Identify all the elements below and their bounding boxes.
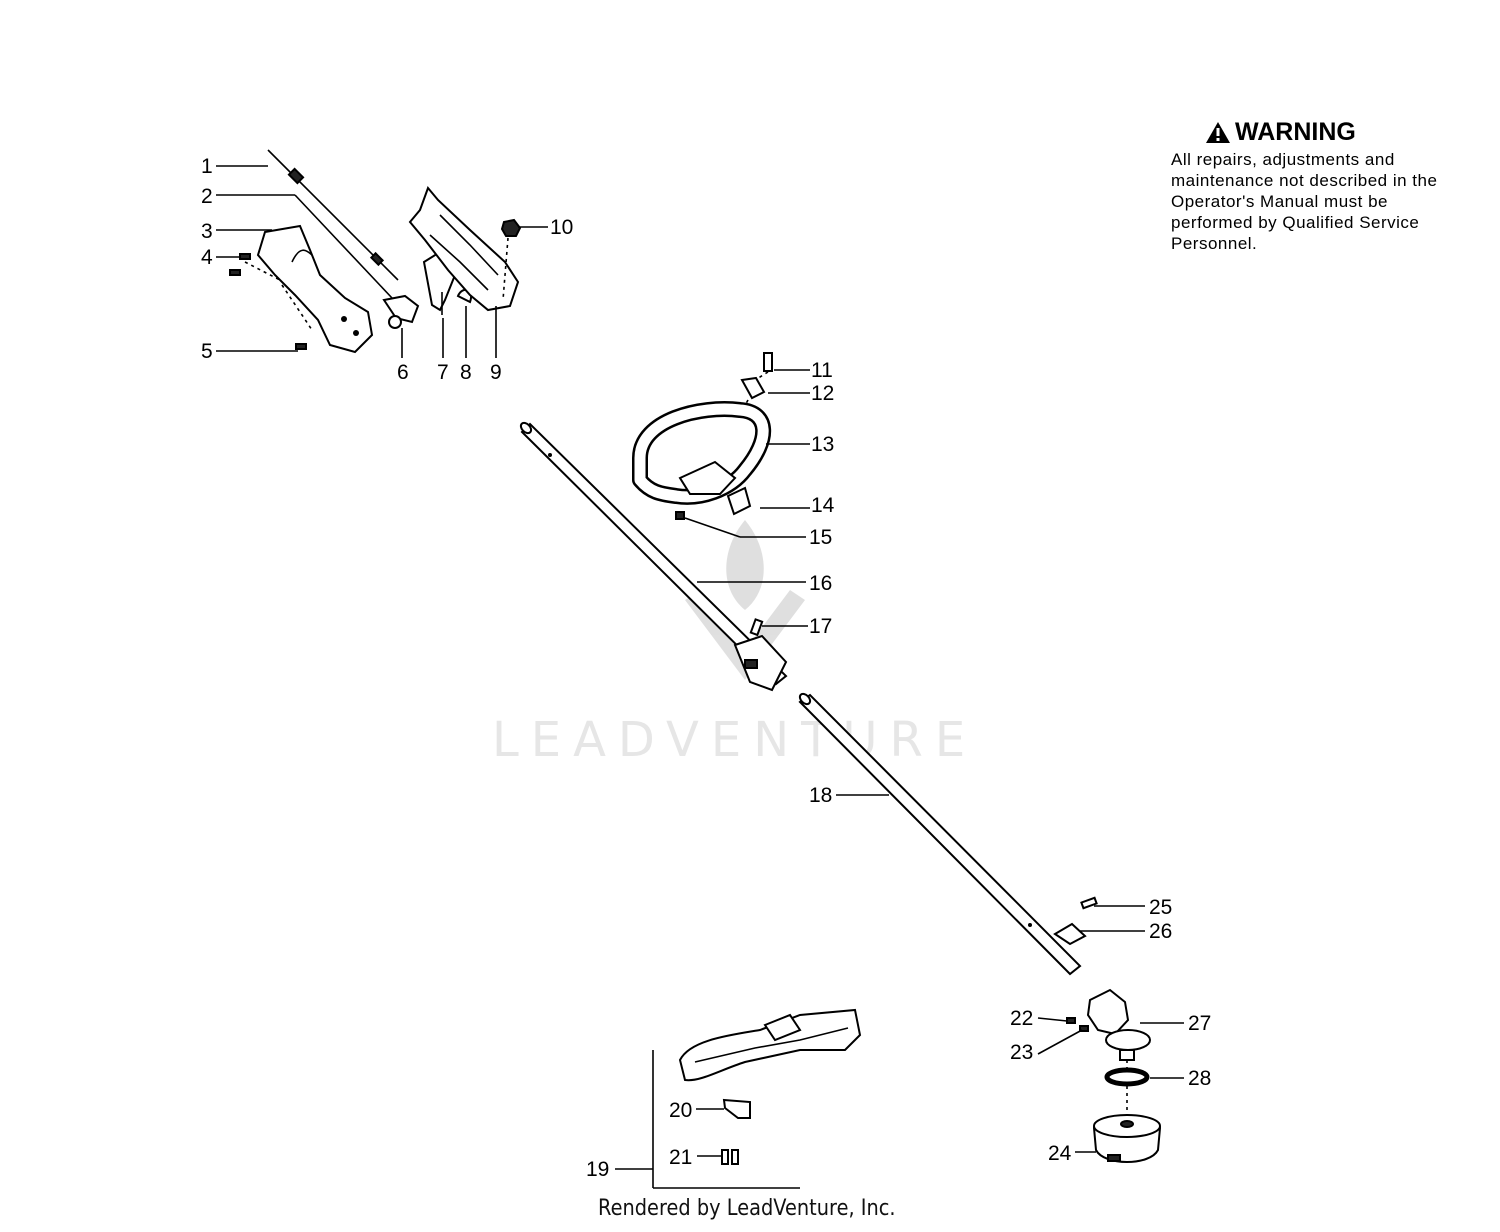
callout-9: 9 bbox=[490, 361, 502, 384]
callout-16: 16 bbox=[809, 572, 832, 595]
warning-heading: WARNING bbox=[1205, 118, 1471, 147]
kit-bracket-19 bbox=[652, 1050, 800, 1189]
callout-28: 28 bbox=[1188, 1067, 1211, 1090]
callout-12: 12 bbox=[811, 382, 834, 405]
callout-11: 11 bbox=[811, 359, 833, 382]
callout-4: 4 bbox=[201, 246, 213, 269]
callout-25: 25 bbox=[1149, 896, 1172, 919]
callout-10: 10 bbox=[550, 216, 573, 239]
warning-notice: WARNING All repairs, adjustments and mai… bbox=[1171, 118, 1471, 254]
callout-18: 18 bbox=[809, 784, 832, 807]
watermark-text: LEADVENTURE bbox=[492, 712, 978, 768]
callout-14: 14 bbox=[811, 494, 835, 517]
washer-28 bbox=[1104, 1060, 1150, 1112]
screws-22-23 bbox=[1066, 1017, 1089, 1032]
callout-8: 8 bbox=[460, 361, 472, 384]
deflector-shield bbox=[678, 1008, 862, 1082]
callout-20: 20 bbox=[669, 1099, 692, 1122]
handle-housing-right bbox=[408, 186, 520, 312]
gearhead-27 bbox=[1086, 988, 1151, 1061]
trimmer-head-24 bbox=[1092, 1114, 1162, 1163]
nut-10 bbox=[500, 218, 522, 237]
callout-17: 17 bbox=[809, 615, 832, 638]
screws-21 bbox=[721, 1149, 739, 1165]
clamp-26 bbox=[1053, 922, 1087, 946]
callout-13: 13 bbox=[811, 433, 834, 456]
switch-lever bbox=[382, 294, 420, 329]
callout-6: 6 bbox=[397, 361, 409, 384]
bracket-20 bbox=[722, 1098, 751, 1119]
leader-lines bbox=[216, 165, 1184, 1170]
callout-27: 27 bbox=[1188, 1012, 1211, 1035]
callout-5: 5 bbox=[201, 340, 213, 363]
callout-1: 1 bbox=[201, 155, 213, 178]
screw-17 bbox=[749, 618, 764, 637]
nut-15 bbox=[675, 511, 685, 520]
warning-triangle-icon bbox=[1206, 122, 1230, 143]
callout-26: 26 bbox=[1149, 920, 1172, 943]
upper-shaft-16 bbox=[519, 421, 788, 692]
throttle-cable bbox=[267, 149, 399, 281]
warning-title: WARNING bbox=[1235, 118, 1356, 146]
screw-25 bbox=[1080, 896, 1098, 910]
loop-handle-13 bbox=[632, 401, 772, 505]
callout-7: 7 bbox=[437, 361, 449, 384]
callout-21: 21 bbox=[669, 1146, 692, 1169]
bracket-12 bbox=[709, 376, 766, 471]
clamp-14 bbox=[726, 486, 752, 516]
callout-22: 22 bbox=[1010, 1007, 1033, 1030]
callout-23: 23 bbox=[1010, 1041, 1033, 1064]
callout-24: 24 bbox=[1048, 1142, 1072, 1165]
callout-labels: 1 2 3 4 5 6 7 8 9 10 11 12 13 14 15 16 1… bbox=[201, 155, 1211, 1181]
warning-text: All repairs, adjustments and maintenance… bbox=[1171, 150, 1438, 253]
callout-3: 3 bbox=[201, 220, 213, 243]
footer-credit: Rendered by LeadVenture, Inc. bbox=[598, 1196, 896, 1221]
callout-15: 15 bbox=[809, 526, 832, 549]
callout-2: 2 bbox=[201, 185, 213, 208]
handle-housing-left bbox=[256, 224, 374, 354]
callout-19: 19 bbox=[586, 1158, 609, 1181]
lower-shaft-18 bbox=[798, 692, 1082, 976]
